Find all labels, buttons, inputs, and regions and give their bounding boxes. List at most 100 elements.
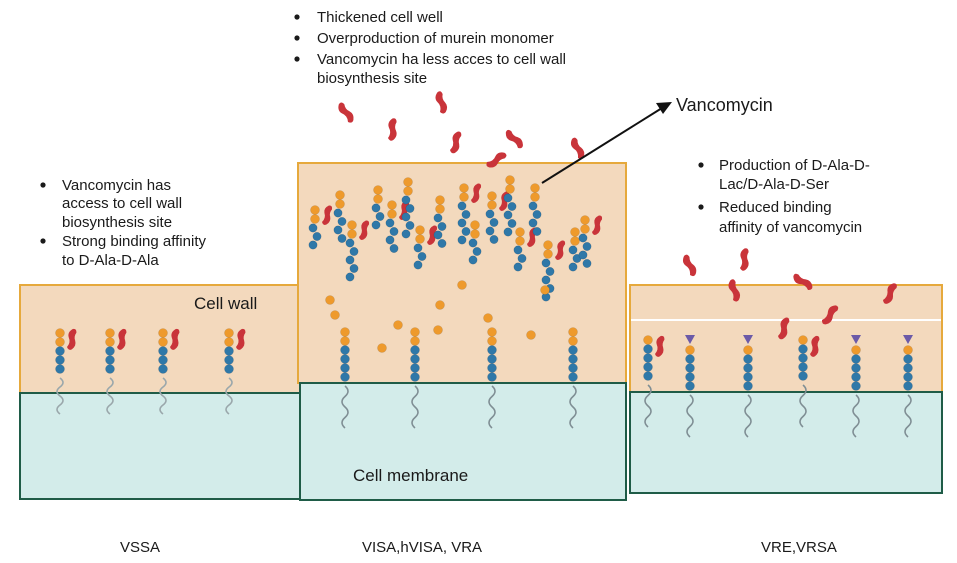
sugar-bead bbox=[405, 204, 415, 214]
panel-vre bbox=[629, 284, 943, 494]
sugar-bead bbox=[541, 275, 551, 285]
bullet-line: biosynthesis site bbox=[317, 70, 427, 87]
d-ala-bead bbox=[415, 225, 425, 235]
sugar-bead bbox=[487, 372, 497, 382]
vre-cell-membrane bbox=[629, 391, 943, 494]
lipid-tail bbox=[744, 394, 752, 438]
sugar-bead bbox=[224, 364, 234, 374]
panel-visa bbox=[297, 162, 627, 501]
sugar-bead bbox=[513, 245, 523, 255]
d-ala-bead bbox=[487, 336, 497, 346]
sugar-bead bbox=[798, 353, 808, 363]
sugar-bead bbox=[349, 263, 359, 273]
sugar-bead bbox=[568, 363, 578, 373]
lipid-tail bbox=[341, 385, 349, 429]
sugar-bead bbox=[417, 252, 427, 262]
vancomycin-molecule bbox=[359, 220, 370, 240]
sugar-bead bbox=[489, 235, 499, 245]
d-ala-bead bbox=[410, 336, 420, 346]
sugar-bead bbox=[158, 346, 168, 356]
vancomycin-molecule bbox=[322, 205, 333, 225]
d-ala-bead bbox=[340, 336, 350, 346]
sugar-bead bbox=[903, 354, 913, 364]
bullet-line: Reduced binding bbox=[719, 199, 832, 216]
sugar-bead bbox=[487, 363, 497, 373]
sugar-bead bbox=[743, 381, 753, 391]
sugar-bead bbox=[472, 247, 482, 257]
sugar-bead bbox=[503, 210, 513, 220]
vancomycin-molecule bbox=[427, 225, 438, 245]
sugar-bead bbox=[433, 230, 443, 240]
sugar-bead bbox=[513, 262, 523, 272]
d-ala-bead bbox=[851, 345, 861, 355]
bullet-line: biosynthesis site bbox=[62, 214, 172, 231]
visa-peptidoglycan-units bbox=[308, 175, 603, 429]
sugar-bead bbox=[389, 244, 399, 254]
bullet-line: to D-Ala-D-Ala bbox=[62, 252, 159, 269]
sugar-bead bbox=[468, 255, 478, 265]
cell-membrane-label: Cell membrane bbox=[353, 466, 468, 485]
murein-monomer-bead bbox=[483, 313, 493, 323]
vre-peptidoglycan-units bbox=[643, 335, 913, 438]
lac-ser-terminus bbox=[743, 335, 753, 344]
sugar-bead bbox=[158, 355, 168, 365]
sugar-bead bbox=[158, 364, 168, 374]
d-ala-bead bbox=[373, 185, 383, 195]
sugar-bead bbox=[333, 208, 343, 218]
vancomycin-arrow-line bbox=[541, 107, 663, 184]
sugar-bead bbox=[224, 346, 234, 356]
sugar-bead bbox=[487, 345, 497, 355]
case-label-vre: VRE,VRSA bbox=[761, 539, 837, 556]
case-label-visa: VISA,hVISA, VRA bbox=[362, 539, 482, 556]
sugar-bead bbox=[903, 363, 913, 373]
sugar-bead bbox=[507, 202, 517, 212]
bullet-dot bbox=[698, 162, 704, 168]
sugar-bead bbox=[568, 345, 578, 355]
d-ala-bead bbox=[580, 224, 590, 234]
vancomycin-molecule bbox=[883, 283, 897, 304]
sugar-bead bbox=[308, 223, 318, 233]
d-ala-bead bbox=[158, 337, 168, 347]
sugar-bead bbox=[643, 362, 653, 372]
sugar-bead bbox=[743, 354, 753, 364]
d-ala-bead bbox=[505, 184, 515, 194]
sugar-bead bbox=[345, 238, 355, 248]
vancomycin-molecule bbox=[338, 102, 354, 123]
vancomycin-molecule bbox=[682, 254, 697, 277]
vancomycin-molecule bbox=[793, 273, 813, 291]
sugar-bead bbox=[643, 353, 653, 363]
sugar-bead bbox=[340, 363, 350, 373]
sugar-bead bbox=[578, 250, 588, 260]
vancomycin-molecule bbox=[170, 328, 180, 350]
sugar-bead bbox=[532, 227, 542, 237]
d-ala-bead bbox=[224, 337, 234, 347]
sugar-bead bbox=[457, 201, 467, 211]
d-ala-bead bbox=[224, 328, 234, 338]
sugar-bead bbox=[401, 195, 411, 205]
d-ala-bead bbox=[903, 345, 913, 355]
lac-ser-terminus bbox=[851, 335, 861, 344]
sugar-bead bbox=[55, 346, 65, 356]
sugar-bead bbox=[903, 372, 913, 382]
sugar-bead bbox=[410, 345, 420, 355]
d-ala-bead bbox=[470, 220, 480, 230]
d-ala-bead bbox=[310, 214, 320, 224]
sugar-bead bbox=[685, 354, 695, 364]
sugar-bead bbox=[349, 247, 359, 257]
sugar-bead bbox=[851, 381, 861, 391]
sugar-bead bbox=[468, 238, 478, 248]
sugar-bead bbox=[582, 242, 592, 252]
sugar-bead bbox=[224, 355, 234, 365]
d-ala-bead bbox=[685, 345, 695, 355]
lipid-tail bbox=[56, 377, 64, 415]
d-ala-bead bbox=[435, 204, 445, 214]
sugar-bead bbox=[337, 217, 347, 227]
sugar-bead bbox=[340, 354, 350, 364]
d-ala-bead bbox=[387, 200, 397, 210]
vancomycin-molecule bbox=[728, 279, 741, 302]
sugar-bead bbox=[798, 344, 808, 354]
sugar-bead bbox=[503, 227, 513, 237]
vancomycin-molecule bbox=[778, 317, 790, 340]
sugar-bead bbox=[410, 363, 420, 373]
bullet-line: Strong binding affinity bbox=[62, 233, 206, 250]
